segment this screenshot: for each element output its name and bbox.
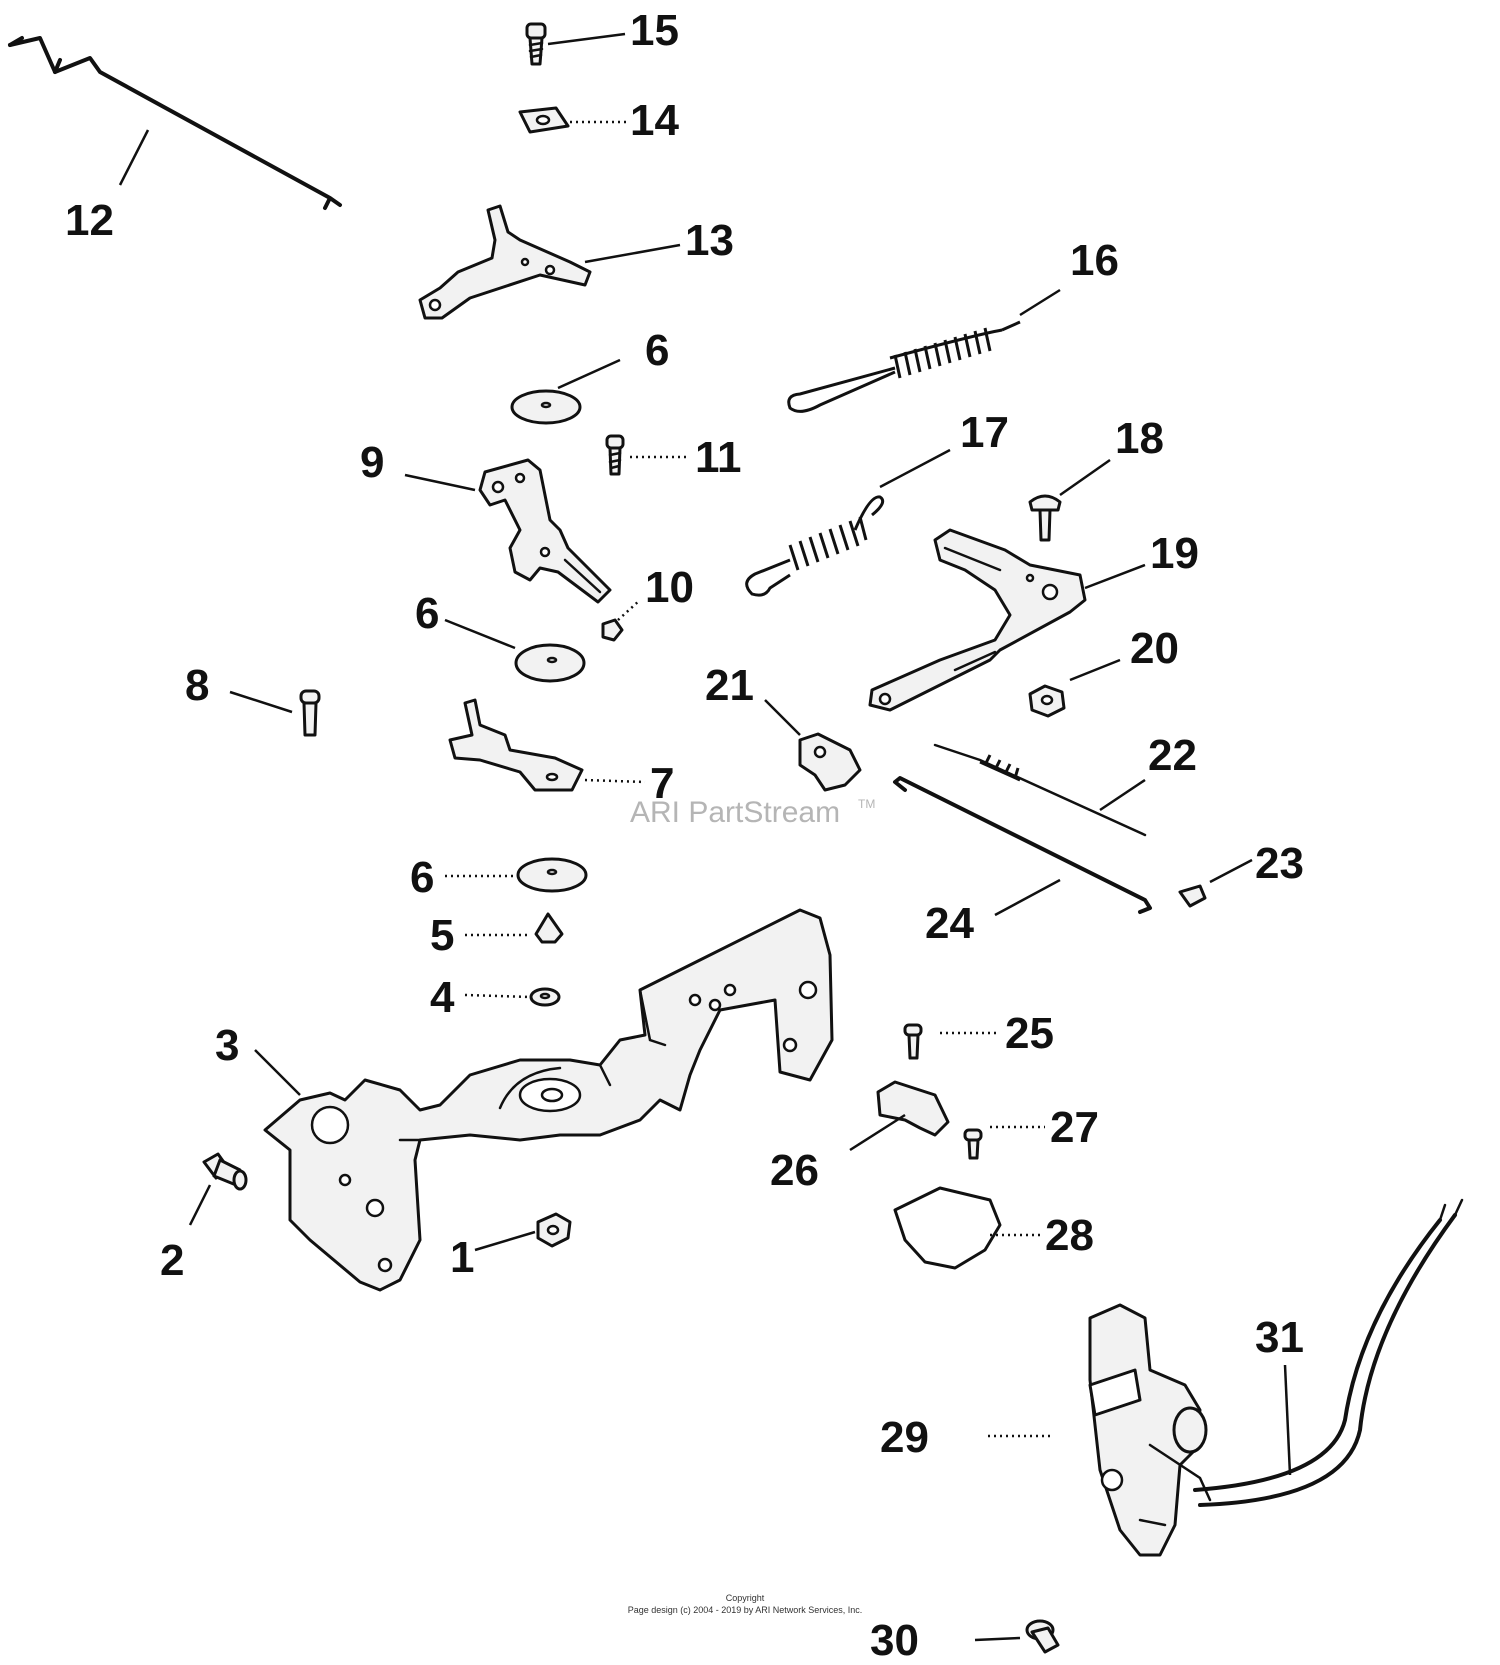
callout-25: 25 bbox=[1005, 1009, 1054, 1058]
part-13-lever[interactable] bbox=[418, 204, 592, 320]
callout-13: 13 bbox=[685, 216, 734, 265]
callout-3: 3 bbox=[215, 1021, 239, 1070]
callout-1: 1 bbox=[450, 1233, 474, 1282]
callout-17: 17 bbox=[960, 408, 1009, 457]
part-9-governor-arm[interactable] bbox=[478, 458, 612, 604]
part-21-cable-clamp[interactable] bbox=[798, 732, 862, 792]
callout-28: 28 bbox=[1045, 1211, 1094, 1260]
part-15-screw[interactable] bbox=[525, 22, 547, 66]
part-26-clamp-block[interactable] bbox=[876, 1080, 950, 1137]
callout-22: 22 bbox=[1148, 731, 1197, 780]
part-5-push-nut[interactable] bbox=[534, 912, 564, 944]
watermark-text: ARI PartStream bbox=[630, 796, 840, 829]
callout-7: 7 bbox=[650, 759, 674, 808]
callout-15: 15 bbox=[630, 6, 679, 55]
callout-26: 26 bbox=[770, 1146, 819, 1195]
part-6-washer-middle[interactable] bbox=[514, 643, 586, 683]
part-1-nut[interactable] bbox=[536, 1212, 572, 1248]
callout-9: 9 bbox=[360, 438, 384, 487]
part-30-screw[interactable] bbox=[1025, 1619, 1060, 1654]
callout-31: 31 bbox=[1255, 1313, 1304, 1362]
callout-2: 2 bbox=[160, 1236, 184, 1285]
part-22-choke-wire[interactable] bbox=[933, 743, 1147, 837]
callout-8: 8 bbox=[185, 661, 209, 710]
part-24-throttle-rod[interactable] bbox=[893, 776, 1152, 914]
callout-27: 27 bbox=[1050, 1103, 1099, 1152]
part-12-link-rod[interactable] bbox=[8, 36, 342, 210]
callout-6-middle: 6 bbox=[415, 589, 439, 638]
callout-18: 18 bbox=[1115, 414, 1164, 463]
part-16-spring[interactable] bbox=[787, 320, 1021, 413]
callout-6-lower: 6 bbox=[410, 853, 434, 902]
copyright-line: Page design (c) 2004 - 2019 by ARI Netwo… bbox=[628, 1605, 863, 1615]
callout-4: 4 bbox=[430, 973, 455, 1022]
callout-16: 16 bbox=[1070, 236, 1119, 285]
part-20-nut[interactable] bbox=[1028, 684, 1066, 718]
callout-30: 30 bbox=[870, 1616, 919, 1665]
part-25-screw[interactable] bbox=[903, 1023, 923, 1060]
callout-21: 21 bbox=[705, 661, 754, 710]
part-31-control-cables[interactable] bbox=[1193, 1198, 1464, 1507]
part-14-washer[interactable] bbox=[518, 106, 570, 134]
part-10-nut[interactable] bbox=[601, 618, 624, 642]
callout-14: 14 bbox=[630, 96, 679, 145]
callout-6-top: 6 bbox=[645, 326, 669, 375]
part-7-lever-plate[interactable] bbox=[448, 698, 584, 792]
part-3-control-bracket[interactable] bbox=[263, 908, 834, 1292]
part-27-screw[interactable] bbox=[963, 1128, 983, 1160]
callout-11: 11 bbox=[695, 433, 742, 482]
part-18-carriage-bolt[interactable] bbox=[1028, 494, 1062, 542]
watermark-trademark: TM bbox=[858, 797, 875, 811]
callout-19: 19 bbox=[1150, 529, 1199, 578]
callout-23: 23 bbox=[1255, 839, 1304, 888]
callout-5: 5 bbox=[430, 911, 454, 960]
watermark: ARI PartStream TM bbox=[630, 796, 875, 829]
part-6-washer-top[interactable] bbox=[510, 389, 582, 425]
copyright-heading: Copyright bbox=[726, 1593, 765, 1603]
callout-20: 20 bbox=[1130, 624, 1179, 673]
callout-numbers: 15 14 12 13 6 11 9 10 6 8 7 6 5 4 3 2 1 … bbox=[65, 6, 1304, 1665]
part-6-washer-lower[interactable] bbox=[516, 857, 588, 893]
part-23-clip[interactable] bbox=[1178, 884, 1207, 908]
part-8-pin[interactable] bbox=[299, 689, 321, 737]
part-11-screw[interactable] bbox=[605, 434, 625, 476]
callout-10: 10 bbox=[645, 563, 694, 612]
part-28-cover-plate[interactable] bbox=[893, 1186, 1002, 1270]
leader-lines bbox=[118, 32, 1292, 1642]
part-17-spring[interactable] bbox=[745, 495, 885, 597]
part-29-control-assembly[interactable] bbox=[1088, 1303, 1212, 1557]
callout-12: 12 bbox=[65, 196, 114, 245]
part-2-bolt[interactable] bbox=[202, 1152, 248, 1191]
callout-24: 24 bbox=[925, 899, 974, 948]
part-4-washer[interactable] bbox=[529, 987, 561, 1007]
part-19-throttle-lever[interactable] bbox=[868, 528, 1087, 712]
copyright-footer: Copyright Page design (c) 2004 - 2019 by… bbox=[628, 1593, 863, 1615]
callout-29: 29 bbox=[880, 1413, 929, 1462]
